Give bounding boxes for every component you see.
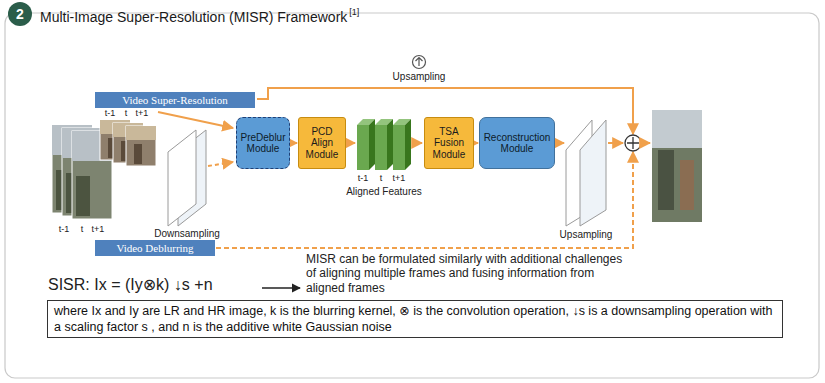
frame-index: t	[124, 108, 129, 118]
flow-arrow	[641, 142, 650, 144]
section-banner: Video Deblurring	[95, 240, 215, 256]
flow-arrow	[348, 142, 355, 144]
frame-figure	[658, 150, 674, 210]
node-text: PCD Align Module	[302, 126, 342, 161]
note-text: MISR can be formulated similarly with ad…	[306, 252, 626, 295]
formula: SISR: Ix = (Iy⊗k) ↓s +n	[48, 276, 213, 294]
slide-title: Multi-Image Super-Resolution (MISR) Fram…	[40, 9, 347, 25]
flow-arrow	[413, 142, 422, 144]
module-box: PreDeblur Module	[236, 117, 290, 169]
feature-block	[369, 119, 375, 170]
upsampling-icon	[413, 56, 426, 69]
frame-sky	[652, 110, 702, 148]
module-box: PCD Align Module	[298, 117, 346, 169]
frame-index: t+1	[135, 108, 150, 118]
section-banner: Video Super-Resolution	[95, 92, 255, 108]
formula-arrow	[262, 287, 300, 288]
node-text: PreDeblur Module	[240, 132, 286, 155]
feature-block	[387, 119, 393, 170]
feature-block	[357, 125, 369, 170]
upsampling-icon	[416, 58, 423, 67]
feature-block	[405, 119, 411, 170]
step-badge	[8, 2, 32, 26]
output-frame	[652, 110, 702, 222]
node-text: Reconstruction Module	[483, 132, 551, 155]
citation-mark: [1]	[349, 7, 359, 17]
node-text: Video Super-Resolution	[99, 94, 251, 106]
feature-block	[393, 125, 405, 170]
feature-block	[375, 125, 387, 170]
frame-figure	[680, 160, 694, 210]
operation-label: Upsampling	[560, 229, 613, 241]
frame-index: t-1	[58, 224, 71, 234]
frame-index: t	[380, 173, 383, 183]
slide-border	[5, 13, 819, 378]
frame-index: t+1	[91, 224, 106, 234]
flow-arrow	[158, 112, 233, 128]
module-box: TSA Fusion Module	[424, 117, 474, 169]
operation-label: Downsampling	[154, 228, 220, 240]
flow-arrow	[208, 162, 233, 166]
figure-label: Aligned Features	[346, 186, 422, 198]
flow-arrow	[608, 142, 623, 144]
frame-index: t	[80, 224, 85, 234]
module-box: Reconstruction Module	[479, 117, 555, 169]
step-number: 2	[8, 4, 32, 24]
definition-box: where Ix and Iy are LR and HR image, k i…	[47, 300, 783, 338]
video-frame	[126, 126, 156, 166]
node-text: TSA Fusion Module	[428, 126, 470, 161]
node-text: where Ix and Iy are LR and HR image, k i…	[54, 303, 776, 336]
sum-symbol	[625, 135, 641, 151]
frame-index: t-1	[358, 173, 369, 183]
flow-arrow	[291, 142, 297, 144]
sum-symbol	[627, 137, 639, 149]
frame-figure	[76, 176, 90, 216]
frame-sky	[126, 126, 156, 140]
downsampling-slab	[168, 130, 196, 226]
frame-index: t-1	[104, 108, 117, 118]
frame-figure	[134, 144, 142, 164]
node-text: Video Deblurring	[99, 242, 211, 254]
flow-arrow	[556, 142, 564, 144]
upsampling-slab	[580, 120, 606, 226]
flow-arrow	[475, 142, 478, 144]
operation-label: Upsampling	[392, 71, 447, 83]
frame-index: t+1	[393, 173, 406, 183]
